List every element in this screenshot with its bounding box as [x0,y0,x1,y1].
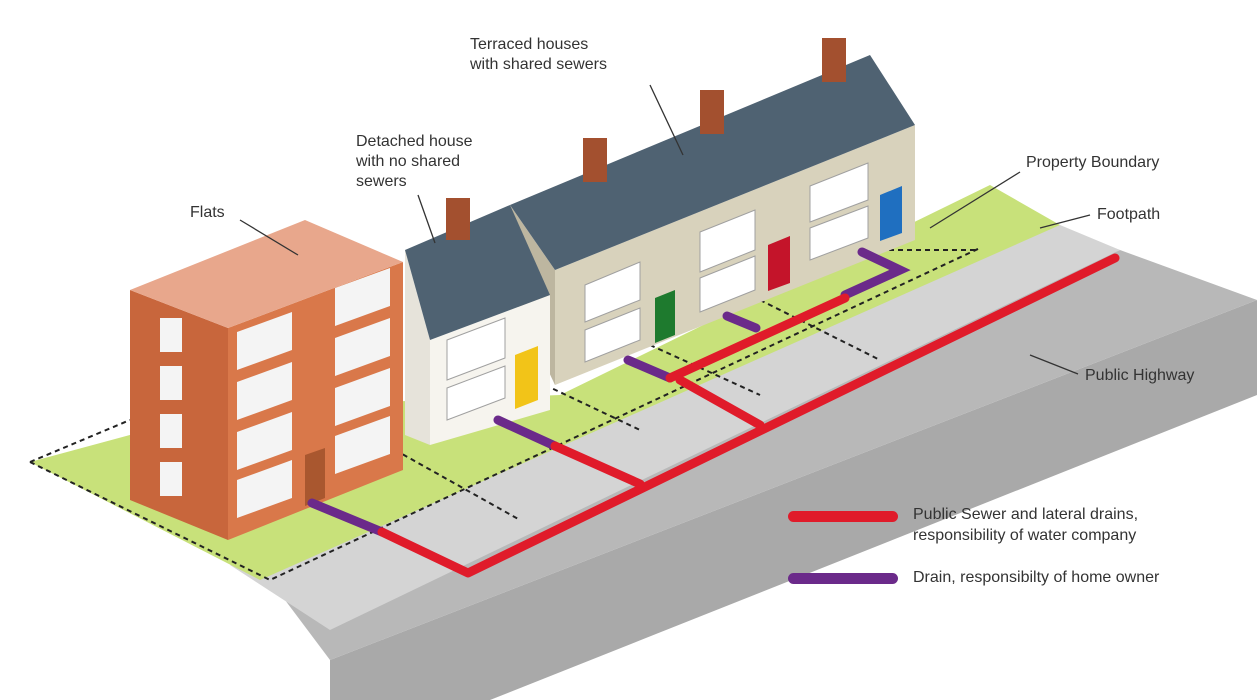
label-flats: Flats [190,203,225,223]
door-blue [880,186,902,241]
label-public-highway: Public Highway [1085,366,1194,386]
window [160,366,182,400]
door-red [768,236,790,291]
label-terraced-houses: Terraced houses with shared sewers [470,35,607,75]
window [160,318,182,352]
label-property-boundary: Property Boundary [1026,153,1159,173]
flats-door [305,448,325,506]
door-yellow [515,346,538,409]
chimney [583,138,607,182]
legend-swatch-public-sewer [788,511,898,522]
legend-swatch-drain [788,573,898,584]
window [160,414,182,448]
leader-detached [418,195,435,243]
label-detached-house: Detached house with no shared sewers [356,132,473,192]
chimney [700,90,724,134]
door-green [655,290,675,343]
legend-text-public-sewer: Public Sewer and lateral drains, respons… [913,504,1138,546]
label-footpath: Footpath [1097,205,1160,225]
chimney [822,38,846,82]
window [160,462,182,496]
legend-text-drain: Drain, responsibilty of home owner [913,567,1159,588]
chimney [446,198,470,240]
